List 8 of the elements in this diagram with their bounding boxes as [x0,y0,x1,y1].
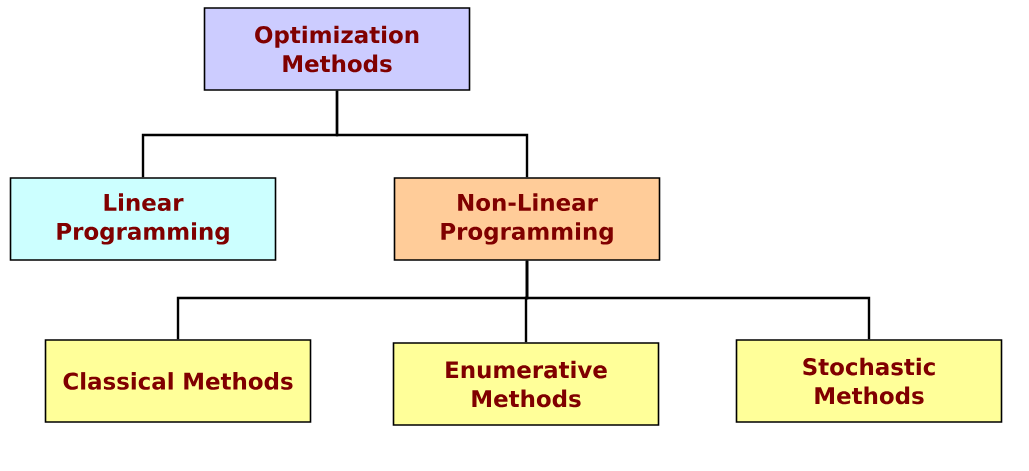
method-box: Stochastic Methods [735,339,1003,423]
category-box: Non-Linear Programming [393,177,661,261]
connector [525,260,871,340]
root-box: Optimization Methods [203,7,471,91]
category-box: Linear Programming [9,177,277,261]
method-box: Classical Methods [44,339,312,423]
method-box: Enumerative Methods [392,342,660,426]
connector [335,90,529,178]
